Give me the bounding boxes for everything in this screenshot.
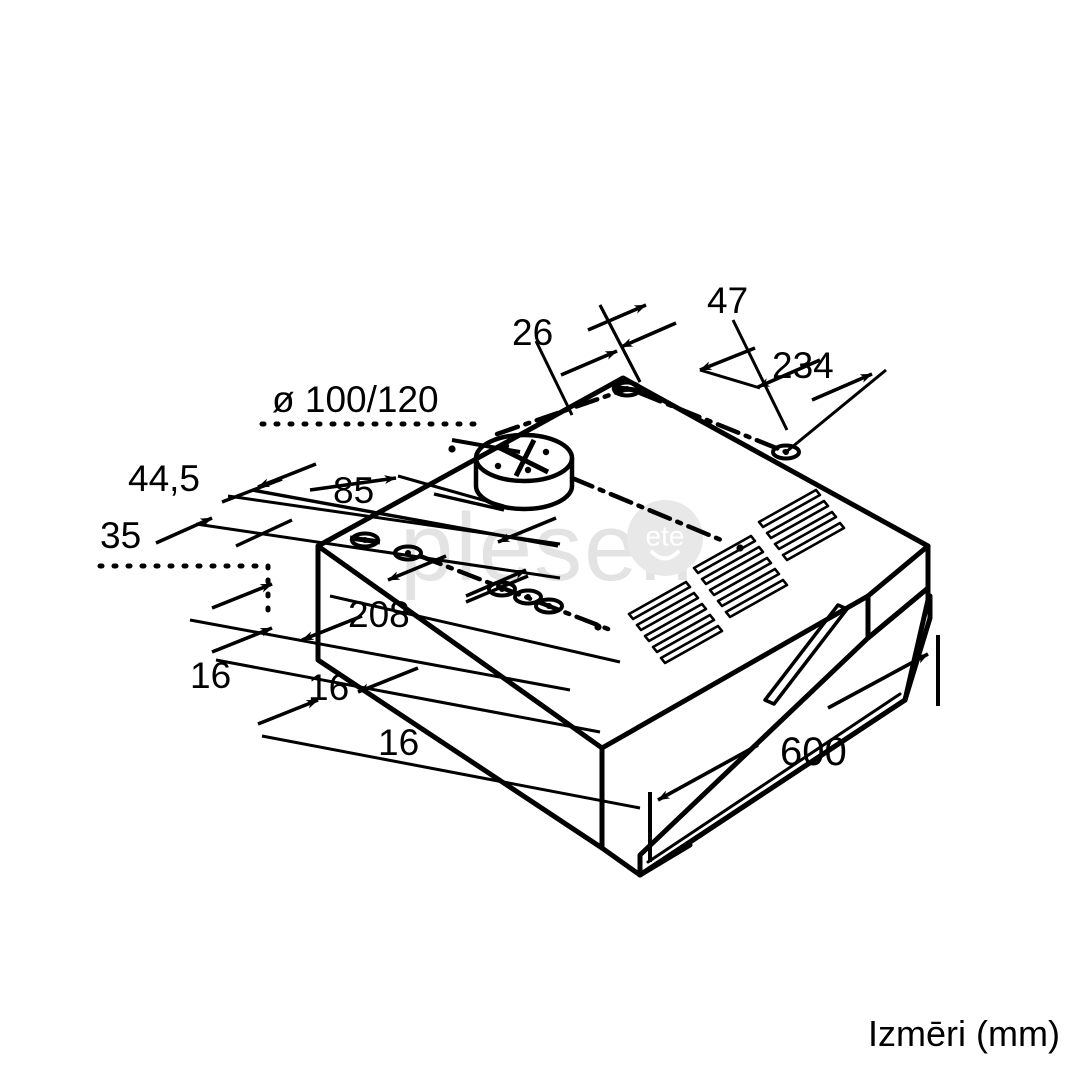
hood-right-wall [865, 543, 931, 641]
centreline-back [494, 386, 630, 437]
extline-47-right [731, 319, 789, 431]
dimline-208-a [387, 554, 447, 582]
dimline-16b2 [301, 614, 363, 642]
vent-grille [627, 488, 846, 665]
dimension-lines [97, 303, 940, 862]
dim-label-16-a: 16 [190, 655, 231, 696]
duct-dot-2 [542, 448, 550, 456]
dimline-85-a [309, 475, 397, 492]
extline-85 [397, 474, 505, 508]
dimline-85-leader [433, 492, 505, 512]
centreline-front-row [417, 553, 611, 632]
hood-front-slope [599, 745, 693, 878]
dimline-600-b [657, 743, 759, 802]
dimline-16a [211, 582, 273, 610]
caption-dimensions-mm: Izmēri (mm) [868, 1013, 1060, 1054]
dim-label-26: 26 [512, 312, 553, 353]
duct-bottom-ellipse [473, 485, 575, 512]
dimline-26-b [620, 321, 677, 349]
extline-26-left [534, 340, 574, 416]
dim-label-16-c: 16 [378, 722, 419, 763]
dimline-47-b [699, 346, 756, 372]
duct-dot-3 [494, 462, 502, 470]
extline-35 [195, 522, 561, 580]
grille-group-3 [757, 488, 846, 562]
centreline-duct-right [569, 475, 729, 545]
dimline-208-b [465, 568, 527, 598]
hood-front-lip [637, 697, 908, 878]
keyhole-front-1 [349, 531, 381, 549]
centreline-dots [448, 445, 744, 631]
watermark-badge-smile [650, 550, 680, 561]
dimline-600-a [827, 652, 929, 710]
hood-valance-right-leg [902, 593, 933, 703]
extline-16b [215, 658, 601, 734]
extline-16a [189, 618, 571, 692]
dim-label-44-5: 44,5 [128, 458, 200, 499]
dimline-234-a [757, 358, 821, 389]
hood-body [315, 375, 933, 878]
duct-spigot [473, 432, 575, 512]
leader-duct-slant [451, 438, 521, 454]
hood-handle-slot [763, 603, 849, 706]
dim-label-85: 85 [333, 470, 374, 511]
duct-centre-mark-b [513, 438, 537, 478]
dimline-26-a [560, 349, 618, 377]
dim-label-234: 234 [772, 345, 834, 386]
extline-47-left [598, 304, 642, 383]
centrelines [417, 386, 789, 632]
dimension-labels: ø 100/120 26 47 234 44,5 35 85 208 16 16… [100, 280, 847, 774]
dimline-16b [211, 626, 273, 654]
watermark-badge-circle [627, 500, 703, 576]
dim-label-47: 47 [707, 280, 748, 321]
dimline-47-a [587, 303, 647, 332]
watermark-badge-label: ete [646, 520, 685, 551]
dim-label-16-b: 16 [308, 667, 349, 708]
extline-208-top [329, 594, 621, 664]
grille-group-1 [627, 580, 724, 665]
centreline-back-right [637, 390, 789, 455]
extline-234-near [699, 368, 761, 390]
dimline-35-arrow [155, 516, 213, 545]
watermark: plesen ete [400, 494, 703, 601]
dimline-16c [257, 698, 319, 726]
extline-16c [261, 734, 641, 810]
dimline-234-b [811, 372, 873, 402]
duct-dot-4 [524, 466, 532, 474]
extline-234-far [785, 368, 887, 454]
dim-label-35: 35 [100, 515, 141, 556]
grille-group-2 [692, 534, 789, 619]
dimline-85-down [497, 516, 557, 544]
dim-label-600: 600 [780, 730, 847, 774]
dimline-208-down [465, 574, 529, 604]
dim-label-208: 208 [348, 594, 410, 635]
dimline-16c2 [357, 666, 419, 694]
dimline-85-b [235, 518, 293, 548]
hood-front-lip-inner [646, 692, 902, 864]
dim-label-dia-duct: ø 100/120 [272, 379, 439, 420]
